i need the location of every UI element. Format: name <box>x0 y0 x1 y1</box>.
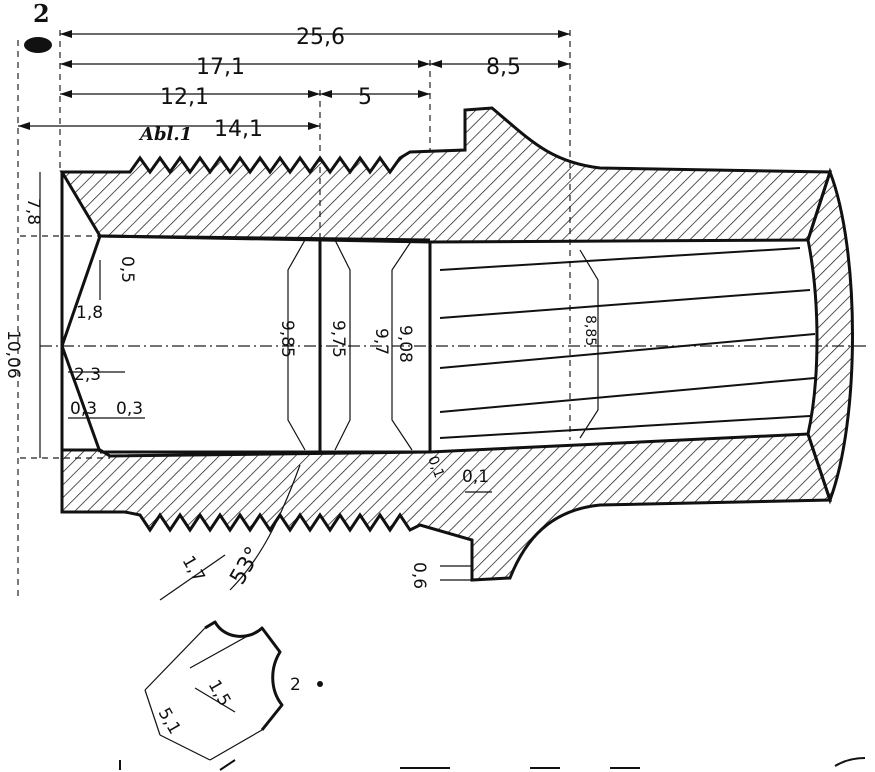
dim-0-1-b: 0,1 <box>462 467 489 487</box>
upper-wall-section <box>59 106 833 244</box>
dim-0-5: 0,5 <box>117 256 137 283</box>
bore-top-edge <box>99 234 431 242</box>
left-dimension-lines <box>39 172 145 458</box>
dim-overall-length: 25,6 <box>296 25 345 50</box>
figure-number: 2 <box>33 0 50 28</box>
rifling-lines <box>439 247 816 439</box>
lower-small-dims <box>159 464 492 601</box>
dim-0-6: 0,6 <box>409 562 429 589</box>
detail-dot <box>317 681 323 687</box>
figure-mark <box>24 37 52 53</box>
dim-1-8: 1,8 <box>76 303 103 323</box>
dim-thread-length: 14,1 <box>214 117 263 142</box>
dim-1-7: 1,7 <box>178 553 209 586</box>
dim-5-1: 5,1 <box>154 705 185 738</box>
dim-12-1: 12,1 <box>160 85 209 110</box>
diameter-brackets <box>287 239 599 451</box>
bore-dim-8-85: 8,85 <box>582 315 598 346</box>
bore-dim-9-85: 9,85 <box>277 320 297 358</box>
dim-5: 5 <box>358 85 372 110</box>
bore-dim-9-08: 9,08 <box>395 325 415 363</box>
dim-17-1: 17,1 <box>196 55 245 80</box>
entry-chamfer <box>60 235 102 453</box>
dim-7-8: 7,8 <box>23 198 43 225</box>
dim-0-3-a: 0,3 <box>70 399 97 419</box>
lower-wall-section <box>60 432 833 582</box>
bore-dim-9-7: 9,7 <box>371 328 391 355</box>
dimension-arrows <box>18 30 570 130</box>
end-cap-section <box>806 167 854 505</box>
bottom-cropped-marks <box>119 757 866 771</box>
dim-8-5: 8,5 <box>486 55 521 80</box>
bore-dim-9-75: 9,75 <box>328 320 348 358</box>
dim-0-1-a: 0,1 <box>424 454 447 480</box>
top-dimension-lines <box>18 33 570 127</box>
dim-10-06: 10,06 <box>3 330 23 379</box>
dim-0-3-b: 0,3 <box>116 399 143 419</box>
thread-note: Abl.1 <box>138 124 192 145</box>
detail-ref-label: 2 <box>290 675 301 695</box>
thread-angle: 53° <box>226 543 267 589</box>
thread-detail <box>144 620 323 761</box>
dim-2-3: 2,3 <box>74 365 101 385</box>
dim-1-5: 1,5 <box>204 677 235 710</box>
